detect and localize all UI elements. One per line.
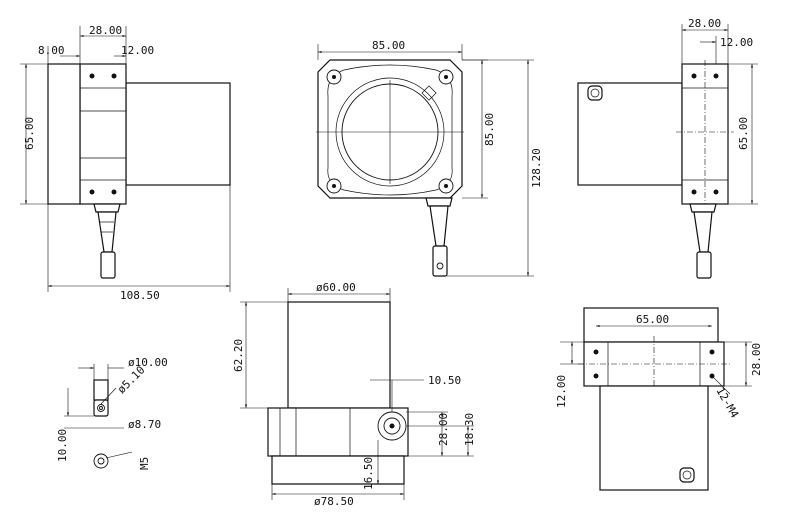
dim-bottom-right-holes: 12-M4 <box>713 385 741 421</box>
side-left-cylinder <box>125 82 231 186</box>
dim-side-left-offset: 8.00 <box>38 44 65 57</box>
dim-front-total: 128.20 <box>530 148 543 188</box>
dim-bottom-right-height-left: 12.00 <box>555 375 568 408</box>
dim-detail-d3: ø8.70 <box>128 418 161 431</box>
dim-bottom-center-height: 62.20 <box>232 339 245 372</box>
detail-sleeve <box>93 379 109 401</box>
dim-side-left-top: 28.00 <box>89 24 122 37</box>
dim-front-width: 85.00 <box>372 39 405 52</box>
dim-bottom-center-height-right: 18.30 <box>463 413 476 446</box>
side-view-right: 28.00 12.00 65.00 <box>577 17 758 279</box>
dim-bottom-right-width: 65.00 <box>636 313 669 326</box>
detail-cable-end: ø10.00 ø5.10 ø8.70 10.00 M5 <box>56 356 168 470</box>
dim-detail-d1: ø10.00 <box>128 356 168 369</box>
side-view-left: 28.00 8.00 12.00 65.00 108.50 <box>20 24 231 302</box>
bottom-view-center: ø60.00 62.20 10.50 28.00 18.30 16.50 ø78… <box>232 281 476 508</box>
dim-bottom-center-height-small: 28.00 <box>437 413 450 446</box>
dim-side-left-length: 108.50 <box>120 289 160 302</box>
dim-detail-thread: M5 <box>138 457 151 470</box>
dim-bottom-right-height-right: 28.00 <box>750 343 763 376</box>
dim-bottom-center-offset: 10.50 <box>428 374 461 387</box>
side-left-flange <box>79 63 127 205</box>
dim-bottom-center-bottom: 16.50 <box>362 457 375 490</box>
dim-front-height: 85.00 <box>483 113 496 146</box>
side-left-plate <box>47 63 81 205</box>
bottom-center-cylinder <box>287 301 391 409</box>
dim-side-left-right: 12.00 <box>121 44 154 57</box>
dim-detail-h: 10.00 <box>56 429 69 462</box>
dim-side-right-offset: 12.00 <box>720 36 753 49</box>
bottom-view-right: 65.00 28.00 12.00 12-M4 <box>555 307 763 491</box>
dim-side-left-height: 65.00 <box>23 117 36 150</box>
front-view: 85.00 85.00 128.20 <box>316 39 543 277</box>
dim-bottom-center-diameter-top: ø60.00 <box>316 281 356 294</box>
dim-bottom-center-diameter-bottom: ø78.50 <box>314 495 354 508</box>
dim-side-right-height: 65.00 <box>737 117 750 150</box>
dim-side-right-top: 28.00 <box>688 17 721 30</box>
